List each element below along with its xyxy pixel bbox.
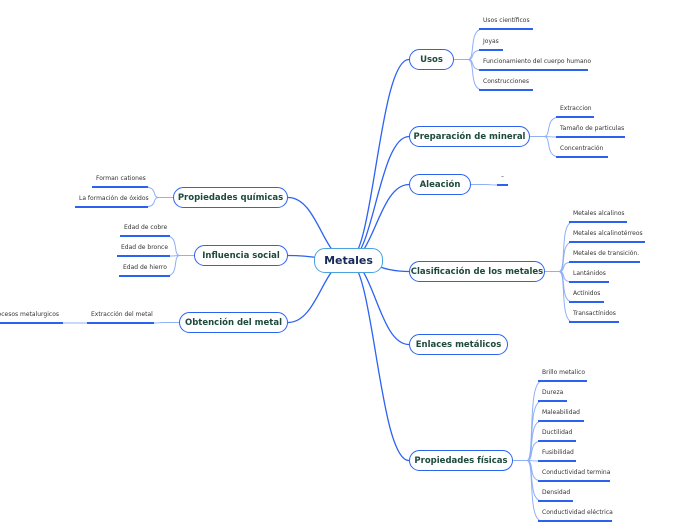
subtopic[interactable]: Edad de hierro <box>119 263 170 277</box>
subtopic[interactable]: Maleabilidad <box>538 408 584 422</box>
topic-clasificacion-metales[interactable]: Clasificación de los metales <box>409 261 545 282</box>
subtopic[interactable]: Tamaño de particulas <box>556 124 625 138</box>
subtopic[interactable]: Edad de cobre <box>120 223 170 237</box>
connector-line <box>454 59 484 91</box>
connector-line <box>348 259 410 346</box>
topic-influencia-social[interactable]: Influencia social <box>194 245 288 266</box>
connector-line <box>471 184 502 186</box>
subtopic[interactable]: Construcciones <box>479 77 533 91</box>
subtopic[interactable]: Extracción del metal <box>87 310 154 324</box>
subtopic[interactable]: Fusibilidad <box>538 448 576 462</box>
subtopic[interactable]: Transactínidos <box>569 309 619 323</box>
connector-line <box>545 271 574 323</box>
connector-line <box>165 255 194 277</box>
topic-obtencion-metal[interactable]: Obtención del metal <box>179 312 288 333</box>
connector-line <box>513 460 541 520</box>
subtopic[interactable]: Edad de bronce <box>117 243 170 257</box>
subtopic[interactable]: Brillo metalico <box>538 368 587 382</box>
subtopic[interactable]: Usos científicos <box>479 16 533 30</box>
subtopic[interactable]: Actínidos <box>569 289 604 303</box>
topic-usos[interactable]: Usos <box>409 49 454 70</box>
subtopic[interactable]: Forman cationes <box>92 174 148 188</box>
subtopic[interactable]: Metales alcalinotérreos <box>569 229 645 243</box>
subtopic[interactable]: Concentración <box>556 144 608 158</box>
subtopic[interactable]: Ductilidad <box>538 428 576 442</box>
topic-preparacion-mineral[interactable]: Preparación de mineral <box>409 126 530 147</box>
topic-propiedades-fisicas[interactable]: Propiedades físicas <box>409 450 513 471</box>
topic-aleacion[interactable]: Aleación <box>409 174 471 195</box>
subtopic[interactable]: Metales de transición. <box>569 249 640 263</box>
topic-propiedades-quimicas[interactable]: Propiedades químicas <box>173 187 288 208</box>
subtopic[interactable]: Lantánidos <box>569 269 609 283</box>
subtopic[interactable]: Densidad <box>538 488 573 502</box>
connector-line <box>165 235 194 256</box>
connector-line <box>348 135 410 262</box>
subtopic[interactable]: La formación de óxidos <box>75 194 149 208</box>
connector-line <box>348 259 410 462</box>
connector-line <box>149 322 179 324</box>
subtopic[interactable]: Dureza <box>538 388 567 402</box>
subtopic[interactable]: Funcionamiento del cuerpo humano <box>479 57 591 71</box>
subtopic[interactable]: Procesos metalurgicos <box>0 310 63 324</box>
subtopic[interactable]: Extraccion <box>556 104 594 118</box>
subtopic[interactable]: Joyas <box>479 37 503 51</box>
connector-line <box>348 58 410 262</box>
subtopic[interactable]: – <box>497 172 508 186</box>
subtopic[interactable]: Conductividad termina <box>538 468 610 482</box>
topic-enlaces-metalicos[interactable]: Enlaces metálicos <box>409 334 508 355</box>
connector-line <box>530 136 561 158</box>
central-topic-metales[interactable]: Metales <box>314 248 383 273</box>
subtopic[interactable]: Metales alcalinos <box>569 209 627 223</box>
